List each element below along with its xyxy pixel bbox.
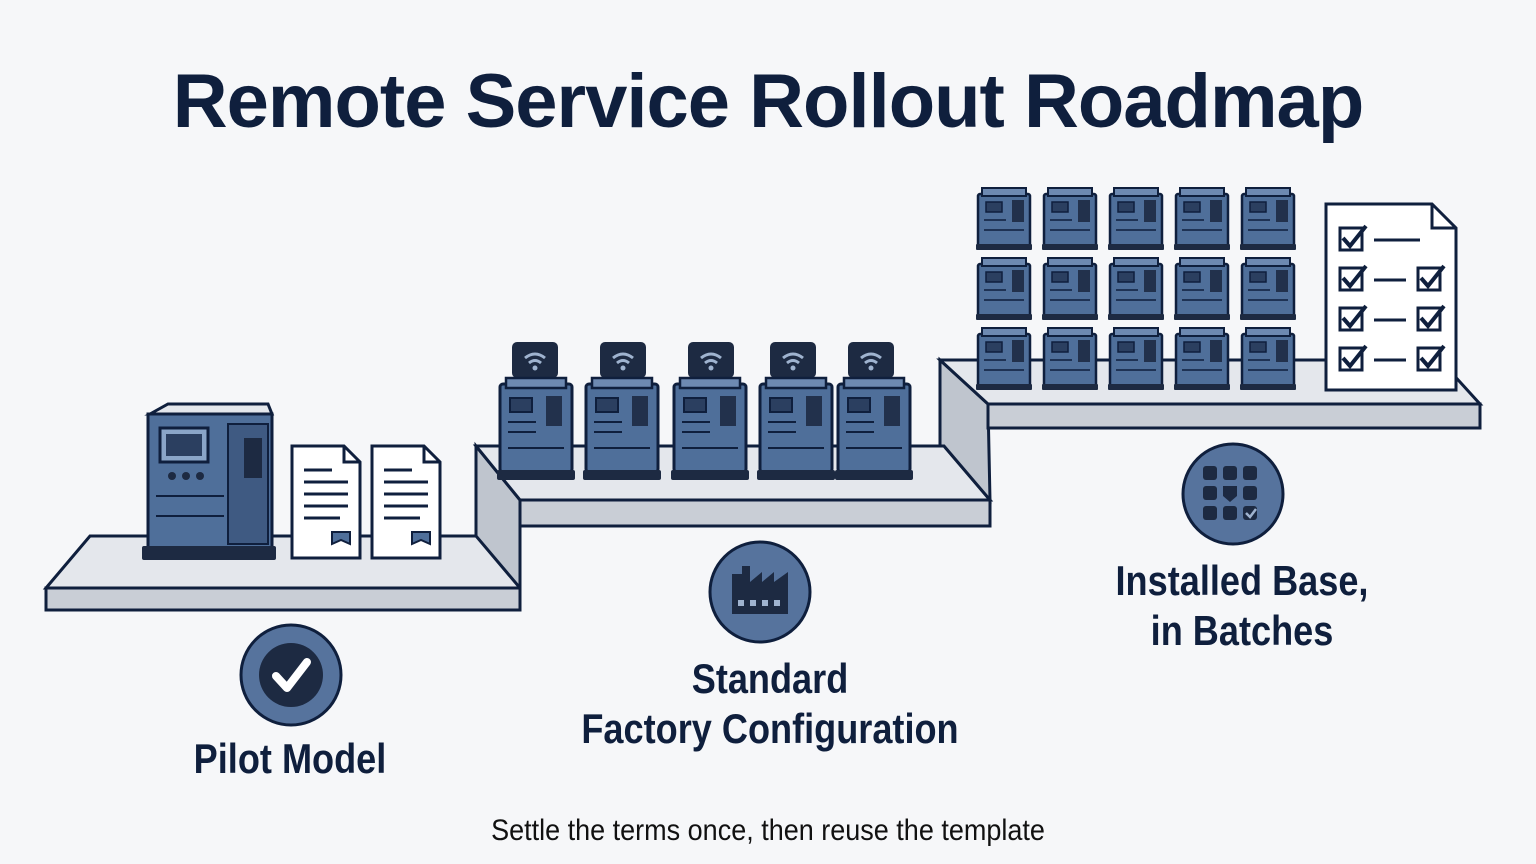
- factory-icon: [708, 540, 812, 644]
- batch-machine-0-3: [1172, 186, 1232, 252]
- step-label-standard: Standard Factory Configuration: [555, 654, 985, 754]
- batch-machine-0-1: [1040, 186, 1100, 252]
- batch-machine-2-1: [1040, 326, 1100, 392]
- step-label-pilot: Pilot Model: [161, 734, 419, 784]
- step-label-installed: Installed Base, in Batches: [1061, 556, 1422, 656]
- step-label-installed-line-1: Installed Base,: [1115, 557, 1369, 604]
- batch-machine-1-4: [1238, 256, 1298, 322]
- batch-machine-2-3: [1172, 326, 1232, 392]
- batch-machine-0-2: [1106, 186, 1166, 252]
- batch-machine-1-1: [1040, 256, 1100, 322]
- machine-batch-grid: [974, 186, 1298, 392]
- platform-pilot: [42, 534, 522, 612]
- batch-machine-2-0: [974, 326, 1034, 392]
- batch-machine-1-3: [1172, 256, 1232, 322]
- grid-batch-icon: [1181, 442, 1285, 546]
- pilot-machine: [142, 402, 276, 560]
- batch-machine-0-4: [1238, 186, 1298, 252]
- batch-machine-2-2: [1106, 326, 1166, 392]
- connected-machines: [495, 340, 915, 482]
- step-label-standard-line-2: Factory Configuration: [581, 705, 959, 752]
- page-title: Remote Service Rollout Roadmap: [172, 59, 1365, 144]
- step-label-installed-line-2: in Batches: [1150, 607, 1334, 654]
- step-label-pilot-line-1: Pilot Model: [193, 735, 387, 782]
- caption: Settle the terms once, then reuse the te…: [491, 814, 1045, 847]
- batch-machine-1-0: [974, 256, 1034, 322]
- checklist-document: [1324, 202, 1458, 392]
- checkmark-icon: [239, 623, 343, 727]
- pilot-document-1: [290, 444, 362, 560]
- batch-machine-1-2: [1106, 256, 1166, 322]
- batch-machine-2-4: [1238, 326, 1298, 392]
- batch-machine-0-0: [974, 186, 1034, 252]
- step-label-standard-line-1: Standard: [691, 655, 849, 702]
- pilot-document-2: [370, 444, 442, 560]
